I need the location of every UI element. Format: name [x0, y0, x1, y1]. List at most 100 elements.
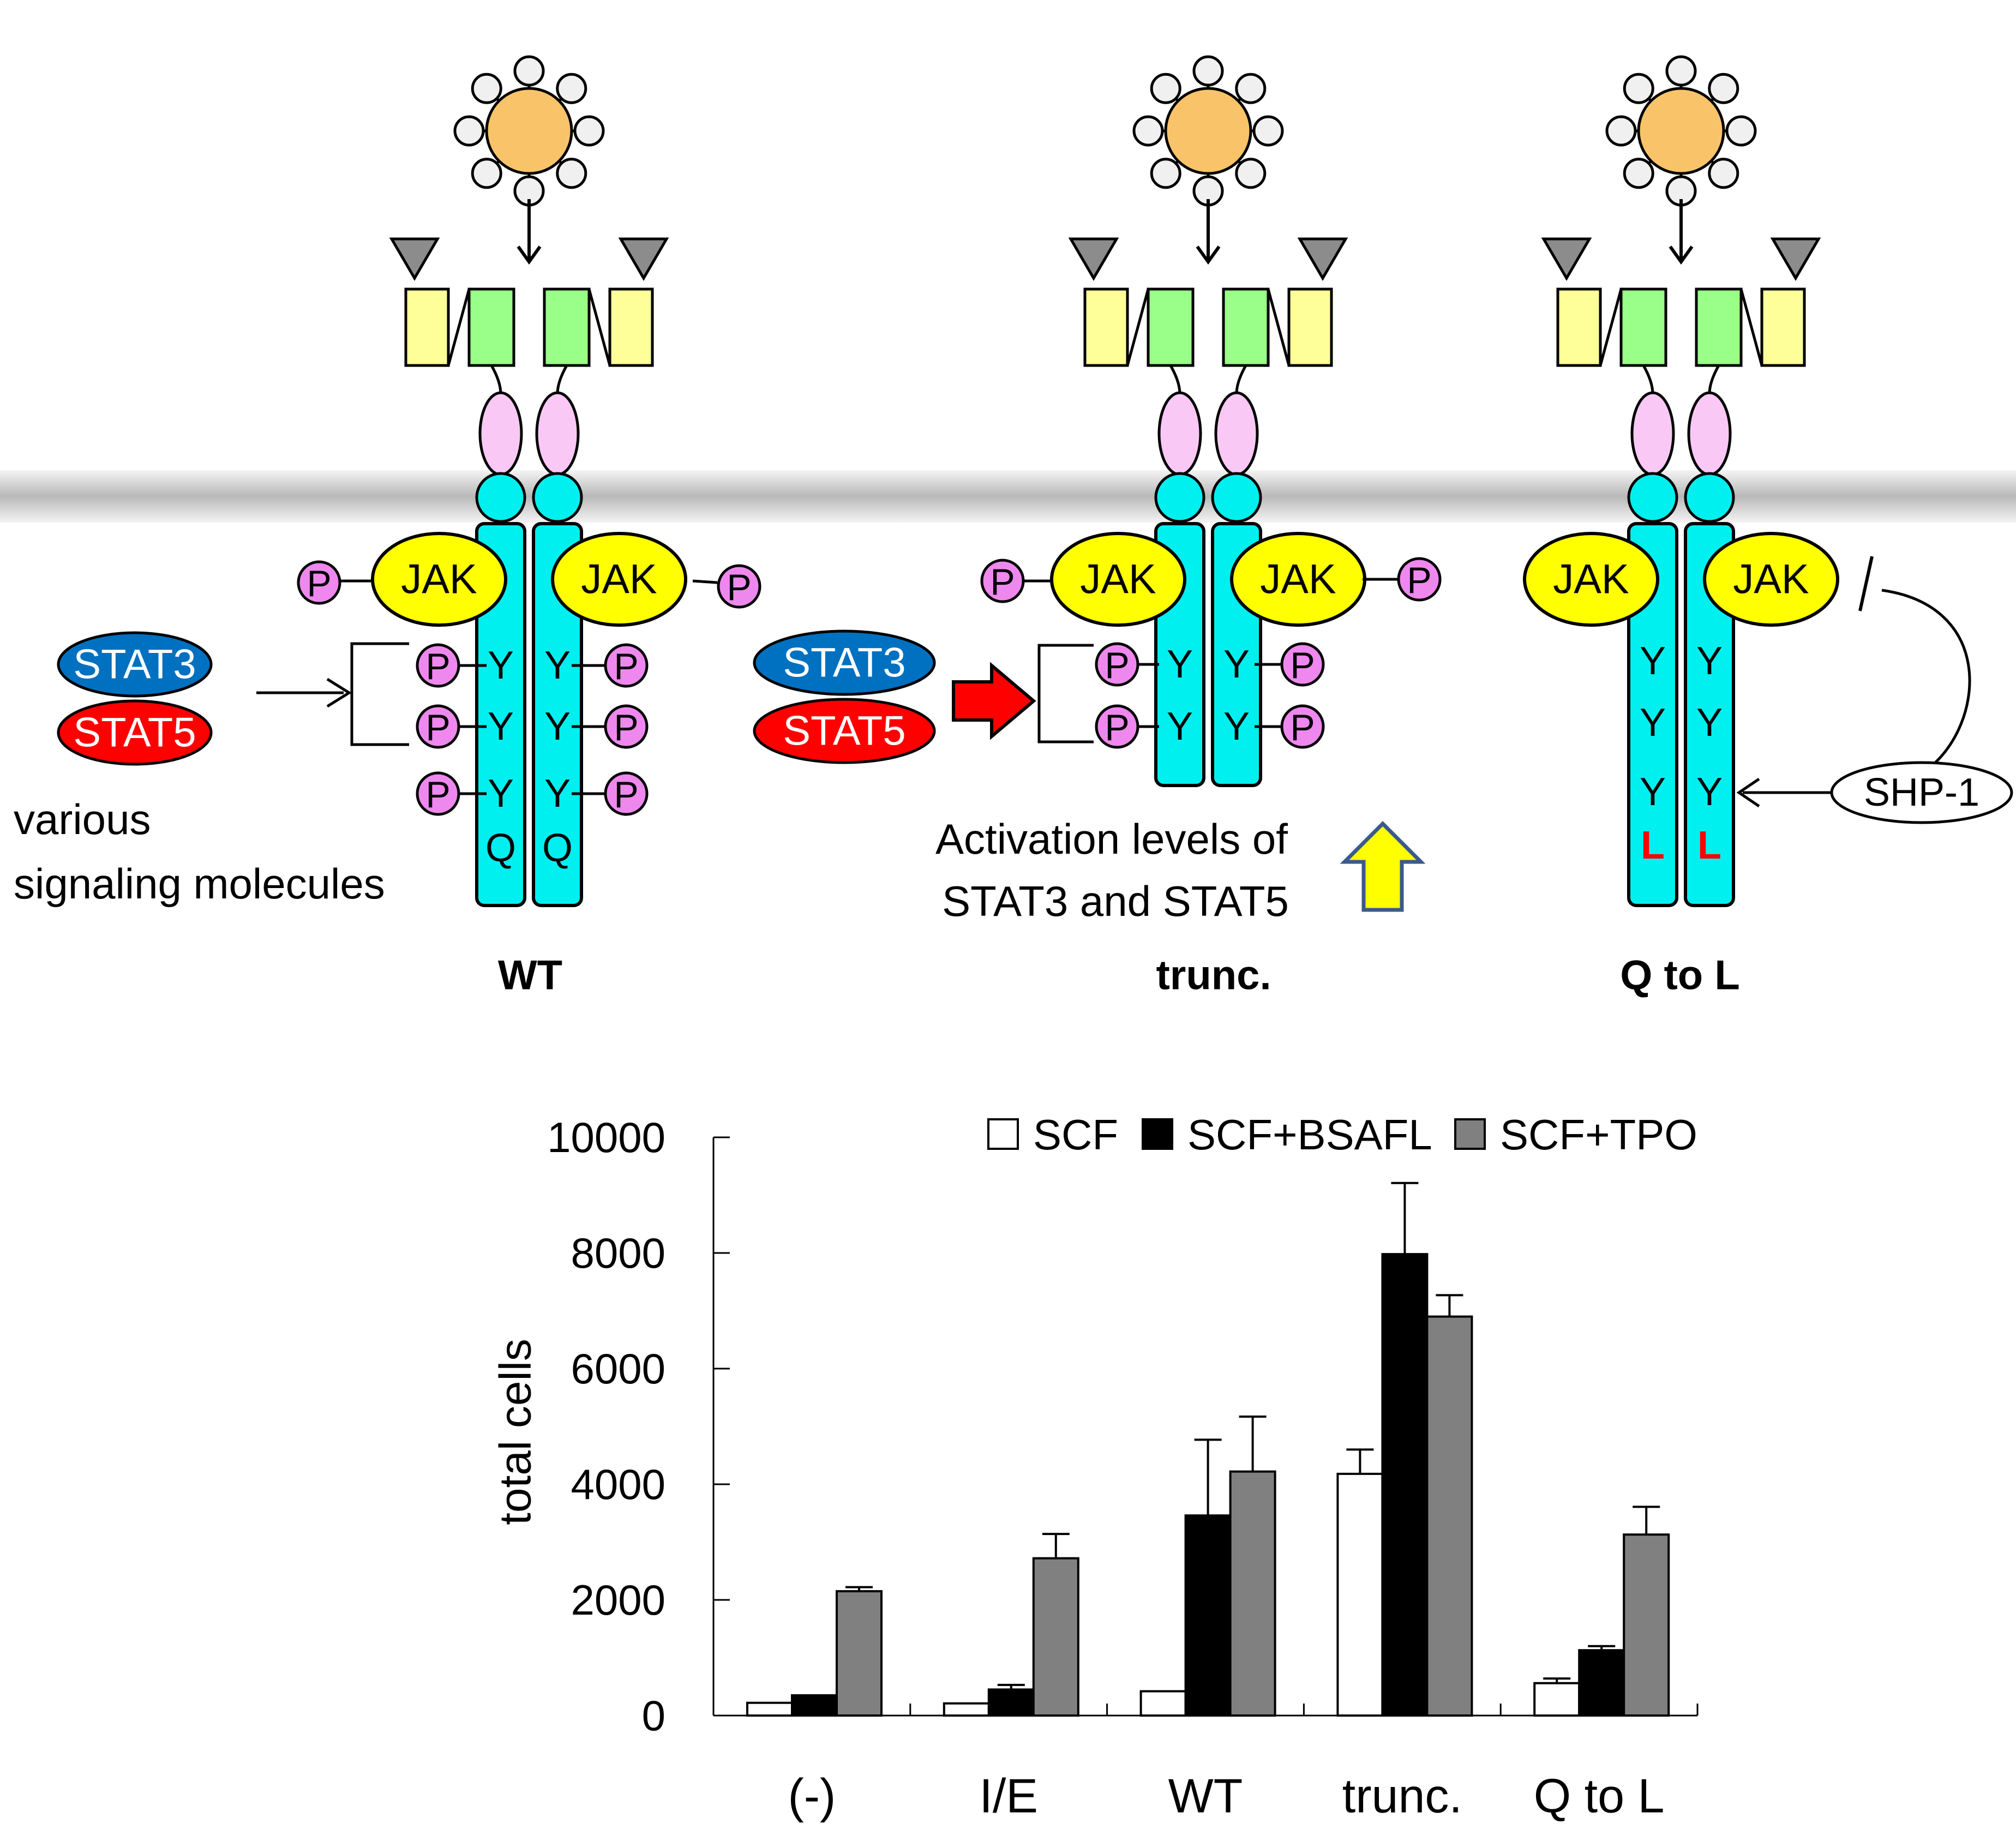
jak-label: JAK [1080, 556, 1156, 603]
stat5-oval [57, 699, 213, 766]
phospho-label: P [1105, 645, 1129, 686]
stat5-oval [753, 698, 936, 764]
tyrosine-right: Y [1696, 701, 1723, 745]
ligand-node [1150, 73, 1181, 104]
tyrosine-left: Y [1167, 643, 1193, 686]
jak-label: JAK [1553, 556, 1629, 603]
yellow-box-left [1556, 287, 1602, 367]
green-box-left [1147, 287, 1195, 367]
connector [1169, 364, 1181, 394]
phospho-label: P [1105, 707, 1129, 748]
jak-phospho-left [980, 559, 1025, 603]
phospho-label: P [425, 707, 450, 748]
bar-scf-tpo [836, 1590, 883, 1717]
membrane-node-left [475, 472, 526, 523]
phospho-label: P [1290, 707, 1315, 748]
bar-scf-tpo [1229, 1470, 1276, 1717]
y-tick-label: 6000 [571, 1345, 665, 1393]
tyrosine-right: Y [544, 705, 571, 748]
phospho-label: P [614, 707, 638, 748]
x-tick-label: (-) [788, 1769, 836, 1823]
linker-left [1599, 289, 1623, 366]
tyrosine-phospho-right [1280, 704, 1325, 749]
triangle-right [1297, 237, 1348, 281]
panel-label-wt: WT [498, 952, 562, 999]
legend-label: SCF [1033, 1111, 1118, 1159]
ligand-node [556, 158, 587, 189]
connector [490, 364, 502, 394]
stat3-label: STAT3 [783, 640, 905, 686]
inhibition-bar [1858, 556, 1874, 611]
ligand-node [1708, 158, 1739, 189]
y-tick-label: 8000 [571, 1229, 665, 1277]
activation-caption-line2: STAT3 and STAT5 [942, 877, 1289, 925]
y-tick-label: 2000 [571, 1576, 665, 1624]
x-tick-label: trunc. [1342, 1769, 1462, 1823]
ligand-node [471, 158, 502, 189]
stat5-label: STAT5 [783, 708, 905, 754]
ligand-core [1637, 87, 1725, 175]
phospho-label: P [614, 774, 638, 815]
linker-right [1267, 289, 1291, 366]
tyrosine-phospho-right [604, 771, 649, 816]
connector [556, 364, 568, 394]
green-box-left [1619, 287, 1667, 367]
bar-scf-bsafl [1184, 1514, 1232, 1717]
ligand-node [1235, 158, 1267, 189]
tyrosine-phospho-right [604, 704, 649, 749]
jak-right [1703, 532, 1839, 627]
tyrosine-right: Y [544, 772, 571, 815]
stat3-oval [57, 631, 213, 698]
stat3-label: STAT3 [73, 641, 196, 688]
jak-label: JAK [581, 556, 657, 603]
jak-left [1523, 532, 1659, 627]
panel-label-qtol: Q to L [1620, 952, 1740, 999]
tyrosine-phospho-left [1095, 642, 1139, 687]
tyrosine-right: Y [1696, 770, 1723, 814]
tyrosine-right: Y [544, 644, 571, 687]
triangle-right [1770, 237, 1821, 281]
increase-arrow [1340, 821, 1426, 912]
membrane-node-left [1627, 472, 1678, 523]
linker-right [1739, 289, 1763, 366]
glutamine-left: Q [485, 826, 516, 870]
tyrosine-phospho-right [604, 643, 649, 688]
jak-phospho-right [717, 564, 761, 609]
linker-left [1126, 289, 1150, 366]
membrane-node-right [1211, 472, 1262, 523]
green-box-left [467, 287, 515, 367]
bar-scf-tpo [1623, 1533, 1670, 1717]
membrane-node-left [1154, 472, 1205, 523]
jak-left [371, 532, 507, 627]
phospho-label: P [425, 774, 450, 815]
x-tick-label: WT [1168, 1769, 1243, 1823]
yellow-box-left [1083, 287, 1129, 367]
ligand-node [453, 115, 485, 147]
yellow-box-right [1287, 287, 1333, 367]
jak-phospho-right [1397, 557, 1442, 602]
tyrosine-left: Y [488, 644, 514, 687]
tyrosine-left: Y [1640, 639, 1666, 683]
bar-scf [1336, 1472, 1384, 1717]
green-box-right [543, 287, 591, 367]
ligand-node [1725, 115, 1757, 147]
triangle-left [389, 237, 440, 281]
legend-label: SCF+BSAFL [1187, 1111, 1432, 1159]
pink-oval-right [1214, 391, 1259, 476]
side-caption-line2: signaling molecules [14, 860, 385, 908]
legend-label: SCF+TPO [1500, 1111, 1697, 1159]
side-caption-line1: various [14, 795, 151, 843]
inhibition-curve [1881, 589, 1971, 764]
yellow-box-right [1760, 287, 1806, 367]
bar-scf-bsafl [987, 1688, 1035, 1717]
pink-oval-left [1630, 391, 1675, 476]
linker-left [447, 289, 471, 366]
green-box-right [1222, 287, 1270, 367]
ligand-node [1708, 73, 1739, 104]
phospho-label: P [1290, 645, 1315, 686]
tyrosine-phospho-right [1280, 642, 1325, 687]
receptor-tail-left [1627, 522, 1678, 907]
pink-oval-right [535, 391, 580, 476]
